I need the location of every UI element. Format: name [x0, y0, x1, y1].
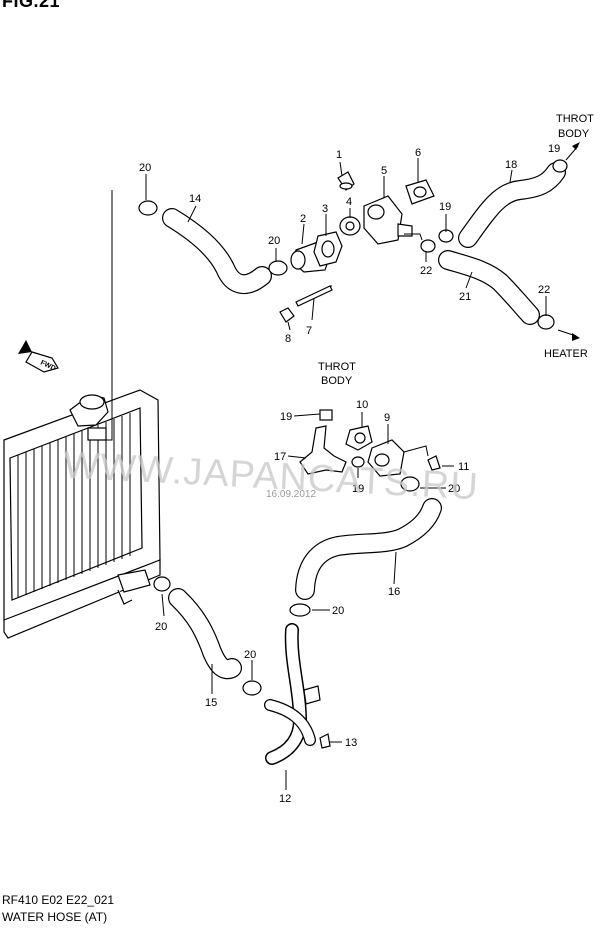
- clamp-20c: [400, 476, 420, 492]
- hose-17: [299, 425, 347, 475]
- arrow-heater: [557, 329, 580, 341]
- clamp-20f: [242, 680, 262, 696]
- stud-7: [295, 285, 333, 307]
- callout-12: 12: [279, 793, 291, 805]
- leader-lines: [96, 158, 547, 790]
- clamp-20e: [153, 576, 171, 592]
- clamp-20d: [289, 603, 311, 617]
- housing-9: [367, 439, 405, 477]
- callout-19d: 19: [352, 483, 364, 495]
- callout-19a: 19: [548, 143, 560, 155]
- clamp-22a: [420, 239, 436, 253]
- fwd-direction-badge: FWD: [18, 340, 59, 373]
- callout-16: 16: [388, 586, 400, 598]
- callout-20d: 20: [332, 605, 344, 617]
- hose-21: [438, 250, 540, 325]
- callout-18: 18: [505, 159, 517, 171]
- housing-5: [363, 195, 413, 245]
- date-stamp: 16.09.2012: [266, 489, 316, 500]
- hose-14: [162, 208, 272, 295]
- callout-22a: 22: [420, 265, 432, 277]
- nut-8: [279, 307, 295, 323]
- callout-17: 17: [274, 451, 286, 463]
- callout-11: 11: [458, 461, 469, 473]
- clamp-19d: [351, 456, 365, 468]
- diagram-code: RF410 E02 E22_021: [2, 893, 115, 907]
- throttle-body-top-line1: THROT: [556, 113, 594, 125]
- callout-2: 2: [300, 213, 306, 225]
- hose-15: [168, 588, 242, 680]
- callout-3: 3: [322, 203, 328, 215]
- bolt-13: [319, 733, 331, 749]
- arrow-throttle-body-top: [565, 142, 580, 161]
- callout-21: 21: [459, 291, 471, 303]
- callout-20e: 20: [155, 621, 167, 633]
- hose-16: [295, 498, 442, 600]
- gasket-6: [405, 179, 435, 205]
- callout-20a: 20: [139, 162, 151, 174]
- callout-8: 8: [285, 333, 291, 345]
- callout-22b: 22: [538, 284, 550, 296]
- callout-9: 9: [384, 412, 390, 424]
- radiator: [3, 389, 161, 639]
- thermostat-4: [339, 216, 361, 236]
- callout-13: 13: [345, 737, 357, 749]
- hose-18: [458, 162, 566, 248]
- callout-labels: 20 14 1 2 3 4 5 6 20 7 8 18 19 19 22 21 …: [139, 143, 560, 805]
- clamp-22b: [537, 314, 555, 330]
- pipe-12: [264, 623, 321, 765]
- callout-19c: 19: [280, 411, 292, 423]
- callout-5: 5: [381, 165, 387, 177]
- callout-6: 6: [415, 147, 421, 159]
- gasket-10: [345, 425, 373, 451]
- figure-label: FIG.21: [2, 0, 61, 11]
- clamp-19c: [319, 409, 333, 421]
- callout-20f: 20: [244, 649, 256, 661]
- callout-19b: 19: [439, 201, 451, 213]
- callout-20c: 20: [448, 483, 460, 495]
- throttle-body-mid-line1: THROT: [318, 361, 356, 373]
- sensor-1: [337, 171, 355, 191]
- gasket-3: [313, 231, 343, 267]
- callout-4: 4: [346, 196, 352, 208]
- callout-7: 7: [306, 325, 312, 337]
- callout-14: 14: [189, 193, 201, 205]
- throttle-body-top-line2: BODY: [558, 128, 590, 140]
- clamp-20a: [138, 200, 158, 216]
- heater-label: HEATER: [544, 348, 588, 360]
- callout-20b: 20: [268, 235, 280, 247]
- bolt-11: [427, 455, 441, 471]
- callout-1: 1: [336, 149, 342, 161]
- throttle-body-mid-line2: BODY: [321, 375, 353, 387]
- clamp-19a: [552, 159, 568, 173]
- callout-10: 10: [356, 399, 368, 411]
- diagram-title: WATER HOSE (AT): [2, 910, 108, 924]
- callout-15: 15: [205, 697, 217, 709]
- clamp-20b: [268, 260, 288, 276]
